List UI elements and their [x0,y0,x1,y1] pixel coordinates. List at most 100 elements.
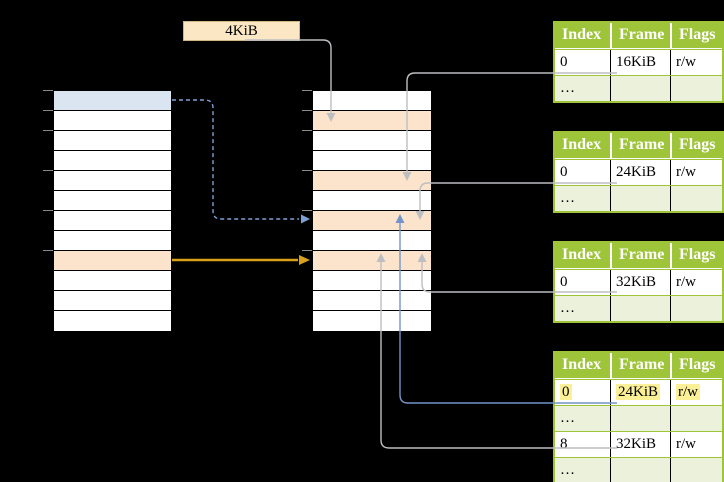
page-table-3-cell-r1c2 [670,296,722,321]
middle-memory-column-row-2 [313,131,431,151]
page-table-4-header-frame: Frame [610,353,670,378]
page-table-1-cell-r1c1 [610,76,670,101]
left-memory-column-tick [43,90,53,91]
page-table-1-header-flags: Flags [670,23,722,48]
page-table-2-header-index: Index [562,136,602,153]
page-table-4-cell-r1c0: … [555,406,610,431]
middle-memory-column-row-9 [313,271,431,291]
page-table-3-header-index: Index [562,246,602,263]
page-table-2-cell-r1c1 [610,186,670,211]
middle-memory-column-tick [302,250,312,251]
middle-memory-column-row-6 [313,211,431,231]
page-table-4-cell-r2c1: 32KiB [610,432,670,457]
left-memory-column-row-1 [54,111,171,131]
page-table-4-header-index: Index [562,356,602,373]
left-memory-column-row-4 [54,171,171,191]
middle-memory-column-tick [302,110,312,111]
highlighted-value: 24KiB [616,384,661,400]
left-memory-column-row-6 [54,211,171,231]
page-table-4-cell-r2c2: r/w [670,432,722,457]
middle-memory-column-row-3 [313,151,431,171]
left-memory-column-tick [43,210,53,211]
page-table-2-cell-r0c1: 24KiB [610,160,670,185]
left-memory-column-row-9 [54,271,171,291]
page-table-4-row-3: … [555,457,722,482]
left-memory-column-row-7 [54,231,171,251]
middle-memory-column-tick [302,130,312,131]
middle-memory-column-tick [302,210,312,211]
left-memory-column-row-0 [54,91,171,111]
page-table-3-row-1: … [555,295,722,321]
page-table-2-cell-r0c2: r/w [670,160,722,185]
page-table-4-cell-r0c1: 24KiB [610,380,670,405]
page-table-4-header-flags: Flags [670,353,722,378]
orange-page-translation-arrow-head [299,255,310,265]
page-table-2-cell-r0c0: 0 [555,160,610,185]
middle-memory-column [312,90,432,331]
middle-memory-column-row-5 [313,191,431,211]
left-memory-column-tick [43,250,53,251]
page-size-label: 4KiB [183,21,300,41]
page-table-1-cell-r1c0: … [555,76,610,101]
page-table-1-row-1: … [555,75,722,101]
left-memory-column-tick [43,170,53,171]
page-table-4-cell-r3c0: … [555,458,610,482]
page-table-1-cell-r1c2 [670,76,722,101]
middle-memory-column-tick [302,170,312,171]
left-memory-column [53,90,172,331]
highlighted-value: r/w [676,384,700,400]
page-table-1-cell-r0c1: 16KiB [610,50,670,75]
page-table-4-cell-r1c1 [610,406,670,431]
page-table-4-row-0: 0 24KiB r/w [555,379,722,405]
left-memory-column-row-2 [54,131,171,151]
page-table-2-header-frame: Frame [610,133,670,158]
middle-memory-column-row-4 [313,171,431,191]
left-memory-column-row-8 [54,251,171,271]
page-table-4-cell-r3c1 [610,458,670,482]
page-table-2-cell-r1c2 [670,186,722,211]
page-table-4-cell-r3c2 [670,458,722,482]
left-memory-column-tick [43,130,53,131]
middle-memory-column-row-10 [313,291,431,311]
page-table-1-cell-r0c2: r/w [670,50,722,75]
left-memory-column-row-11 [54,311,171,331]
page-table-4-cell-r0c2: r/w [670,380,722,405]
left-memory-column-tick [43,110,53,111]
page-table-4-cell-r1c2 [670,406,722,431]
middle-memory-column-tick [302,90,312,91]
left-memory-column-row-5 [54,191,171,211]
page-table-4-row-1: … [555,405,722,431]
page-table-2-cell-r1c0: … [555,186,610,211]
left-memory-column-row-3 [54,151,171,171]
page-table-3-cell-r0c0: 0 [555,270,610,295]
highlighted-value: 0 [560,384,572,400]
page-table-3-cell-r1c1 [610,296,670,321]
page-table-3-header-flags: Flags [670,243,722,268]
middle-memory-column-row-1 [313,111,431,131]
page-table-3-header-frame: Frame [610,243,670,268]
blue-page-translation-arrow-head [301,214,310,224]
page-table-2-row-1: … [555,185,722,211]
page-table-1-header-frame: Frame [610,23,670,48]
page-table-1-cell-r0c0: 0 [555,50,610,75]
middle-memory-column-row-7 [313,231,431,251]
middle-memory-column-row-11 [313,311,431,331]
middle-memory-column-row-8 [313,251,431,271]
page-table-3-cell-r0c2: r/w [670,270,722,295]
page-table-4-cell-r2c0: 8 [555,432,610,457]
page-table-3-cell-r0c1: 32KiB [610,270,670,295]
blue-page-translation-arrow [172,99,299,220]
middle-memory-column-row-0 [313,91,431,111]
